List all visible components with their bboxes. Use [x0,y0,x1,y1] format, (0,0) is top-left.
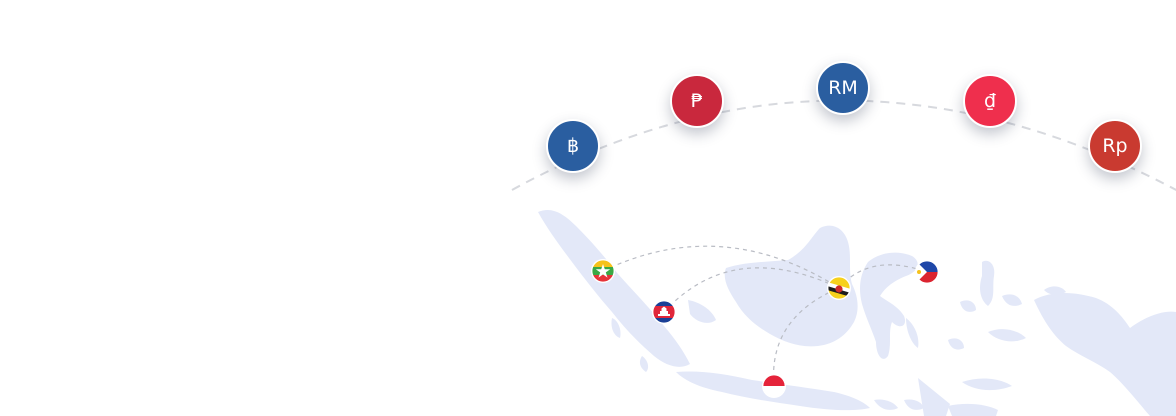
philippines-flag-icon [915,260,939,284]
borneo-island [724,225,858,347]
thai-baht-symbol: ฿ [566,134,580,157]
sumatra-island [538,209,690,367]
vietnamese-dong-symbol: ₫ [983,89,997,112]
malaysian-ringgit-symbol: RM [828,76,858,99]
vietnamese-dong-icon: ₫ [963,74,1017,128]
philippine-peso-icon: ₱ [670,74,724,128]
indonesian-rupiah-icon: Rp [1088,119,1142,173]
new-guinea-island [1034,293,1176,416]
indonesia-flag-icon [762,374,786,398]
thai-baht-icon: ฿ [546,119,600,173]
philippine-peso-symbol: ₱ [690,89,704,112]
myanmar-flag-icon [591,259,615,283]
route-cambodia-brunei [663,267,840,313]
brunei-flag-icon [827,276,851,300]
route-myanmar-brunei [602,245,840,289]
currency-arc [511,99,1176,192]
map [538,209,1176,416]
cambodia-flag-icon [652,300,676,324]
indonesian-rupiah-symbol: Rp [1102,134,1128,157]
sulawesi-island [860,252,918,359]
malaysian-ringgit-icon: RM [816,61,870,115]
